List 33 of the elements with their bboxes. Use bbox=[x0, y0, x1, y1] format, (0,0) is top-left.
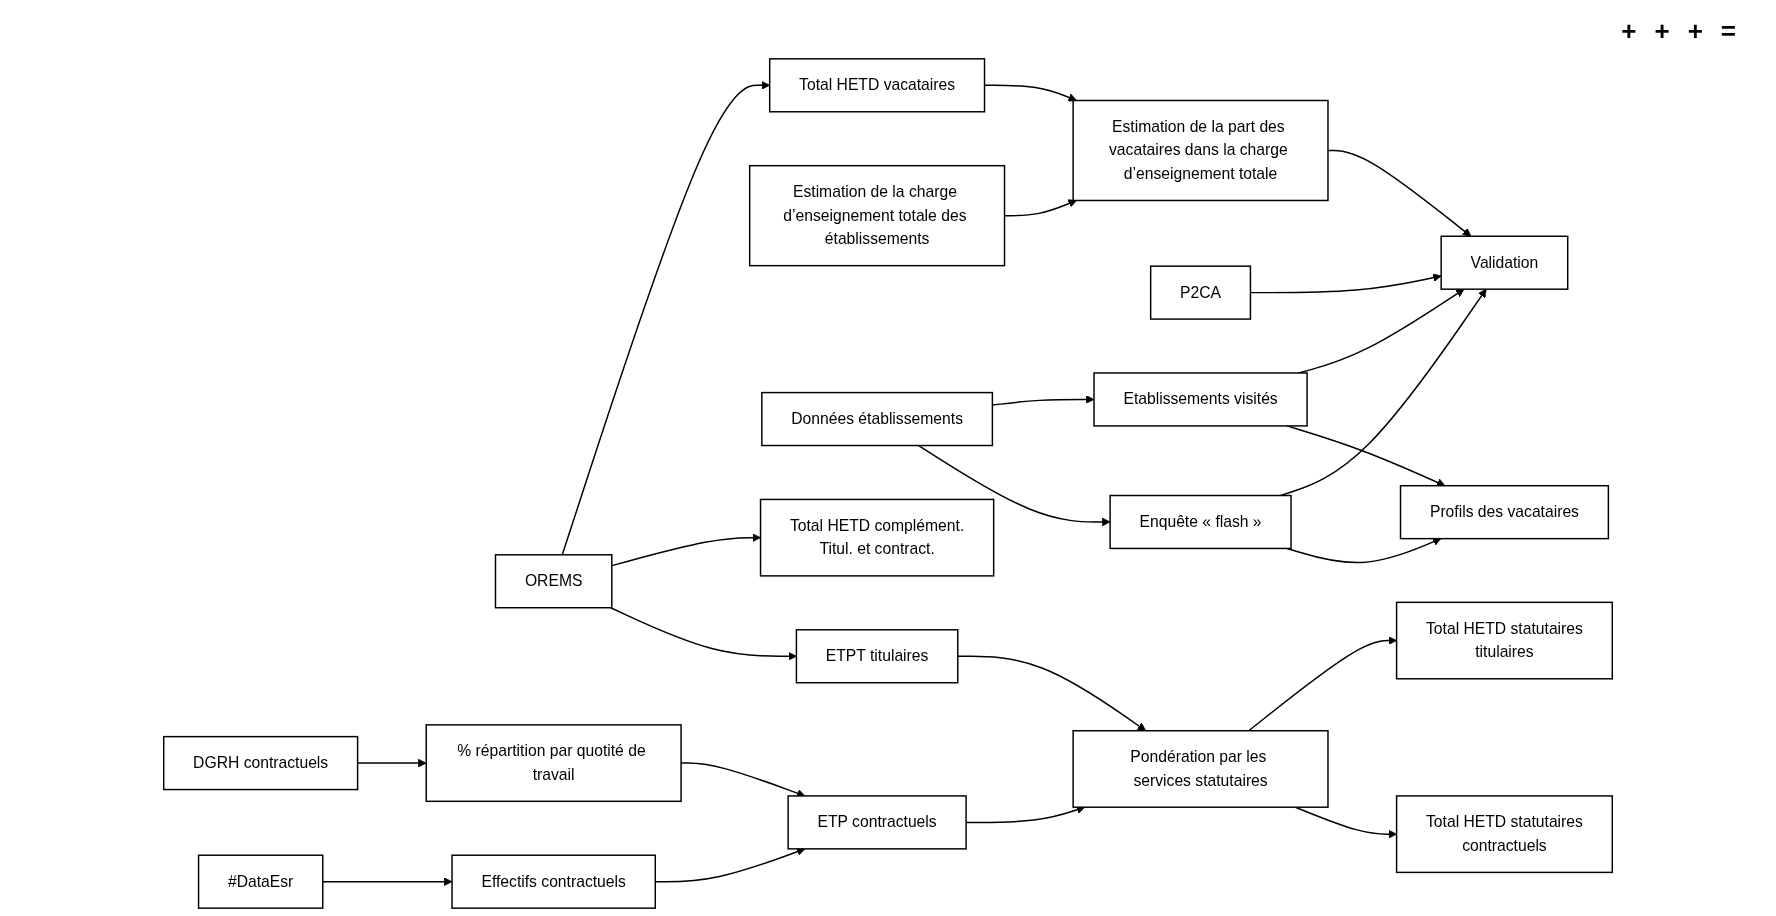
node-box: Total HETD vacataires bbox=[768, 58, 986, 113]
operator-sign: + bbox=[1621, 16, 1637, 47]
arrow bbox=[957, 655, 1147, 732]
node-box: Profils des vacataires bbox=[1399, 484, 1610, 540]
node-box: % répartition par quotité de travail bbox=[425, 724, 682, 803]
arrow bbox=[1286, 537, 1442, 564]
arrow bbox=[1327, 149, 1472, 237]
arrow bbox=[917, 444, 1111, 527]
node-box: ETP contractuels bbox=[787, 795, 967, 850]
arrow bbox=[1247, 636, 1397, 732]
arrow bbox=[610, 607, 797, 661]
node-box: DGRH contractuels bbox=[162, 735, 359, 791]
node-box: Total HETD complément. Titul. et contract. bbox=[759, 498, 995, 577]
operator-sign: + bbox=[1654, 16, 1670, 47]
arrow bbox=[611, 533, 761, 567]
arrow bbox=[1294, 806, 1397, 839]
operator-sign: + bbox=[1687, 16, 1703, 47]
node-box: ETPT titulaires bbox=[795, 629, 959, 684]
node-box: #DataEsr bbox=[197, 854, 324, 909]
node-box: Etablissements visités bbox=[1093, 372, 1308, 427]
node-box: Validation bbox=[1440, 235, 1569, 290]
node-box: Estimation de la part des vacataires dans la charge d’enseignement totale bbox=[1072, 99, 1329, 202]
node-box: Total HETD statutaires titulaires bbox=[1395, 601, 1614, 680]
node-box: Effectifs contractuels bbox=[451, 854, 656, 909]
operator-sign: = bbox=[1720, 16, 1736, 47]
node-box: Pondération par les services statutaires bbox=[1072, 730, 1329, 808]
node-box: OREMS bbox=[494, 554, 613, 609]
node-box: Enquête « flash » bbox=[1109, 494, 1292, 550]
node-box: Données établissements bbox=[761, 391, 994, 447]
node-box: P2CA bbox=[1149, 265, 1252, 320]
node-box: Total HETD statutaires contractuels bbox=[1395, 795, 1614, 874]
arrow bbox=[322, 877, 453, 886]
node-box: Estimation de la charge d’enseignement totale des établissements bbox=[748, 164, 1006, 267]
